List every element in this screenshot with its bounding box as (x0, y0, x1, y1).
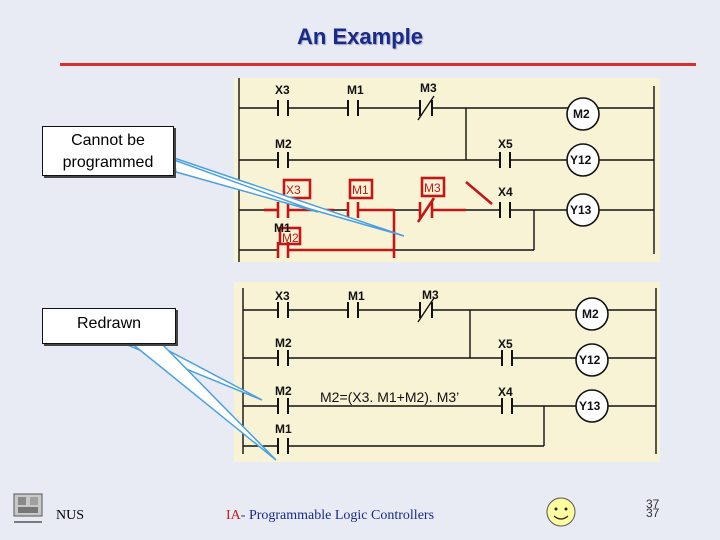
slide-title: An Example (297, 24, 423, 49)
coil-label: Y12 (570, 153, 592, 167)
contact-label: X3 (286, 183, 301, 197)
contact-label: X4 (498, 185, 513, 199)
coil-label: Y13 (570, 203, 592, 217)
callout-cannot-be-programmed: Cannot be programmed (42, 126, 174, 176)
contact-label: X3 (275, 289, 290, 303)
title-underline (60, 63, 696, 66)
contact-label: M1 (275, 422, 292, 436)
coil-label: Y13 (579, 399, 601, 413)
contact-label: X4 (498, 385, 513, 399)
ladder-redrawn-svg: X3 M1 M3 M2 X5 M2 X4 M1 M2 Y12 Y13 M2=(X… (242, 288, 657, 454)
ladder-diagram-redrawn: X3 M1 M3 M2 X5 M2 X4 M1 M2 Y12 Y13 M2=(X… (234, 282, 660, 462)
callout-line: programmed (62, 154, 154, 171)
contact-label: M2 (275, 336, 292, 350)
contact-label: M1 (352, 183, 369, 197)
callout-line: Cannot be (71, 132, 145, 149)
footer-course-prefix: IA (226, 508, 241, 523)
contact-label: X5 (498, 137, 513, 151)
coil-label: M2 (573, 107, 590, 121)
boolean-equation: M2=(X3. M1+M2). M3’ (320, 389, 459, 405)
page-number-shadow: 37 (646, 506, 660, 520)
contact-label: M1 (347, 83, 364, 97)
contact-label: M3 (420, 81, 437, 95)
contact-label: X5 (498, 337, 513, 351)
university-crest-icon (13, 493, 43, 523)
page-number: 37 (646, 497, 660, 511)
footer-course: IA- Programmable Logic Controllers (226, 508, 434, 524)
ladder-diagram-original: X3 M1 M3 M2 X5 X4 M1 M2 Y12 Y13 X3 M1 M3… (234, 78, 660, 262)
contact-label: M2 (275, 137, 292, 151)
smiley-face-icon (546, 497, 576, 527)
contact-label: M1 (274, 221, 291, 235)
coil-label: Y12 (579, 353, 601, 367)
contact-label: M3 (424, 181, 441, 195)
contact-label: M2 (275, 384, 292, 398)
ladder-original-svg: X3 M1 M3 M2 X5 X4 M1 M2 Y12 Y13 X3 M1 M3… (238, 78, 655, 262)
contact-label: X3 (275, 83, 290, 97)
contact-label: M3 (422, 288, 439, 302)
coil-label: M2 (582, 307, 599, 321)
footer-org: NUS (56, 508, 85, 523)
contact-label: M1 (348, 289, 365, 303)
contact-label: M2 (282, 231, 299, 245)
footer-course-name: - Programmable Logic Controllers (240, 508, 435, 523)
callout-redrawn: Redrawn (42, 308, 176, 344)
